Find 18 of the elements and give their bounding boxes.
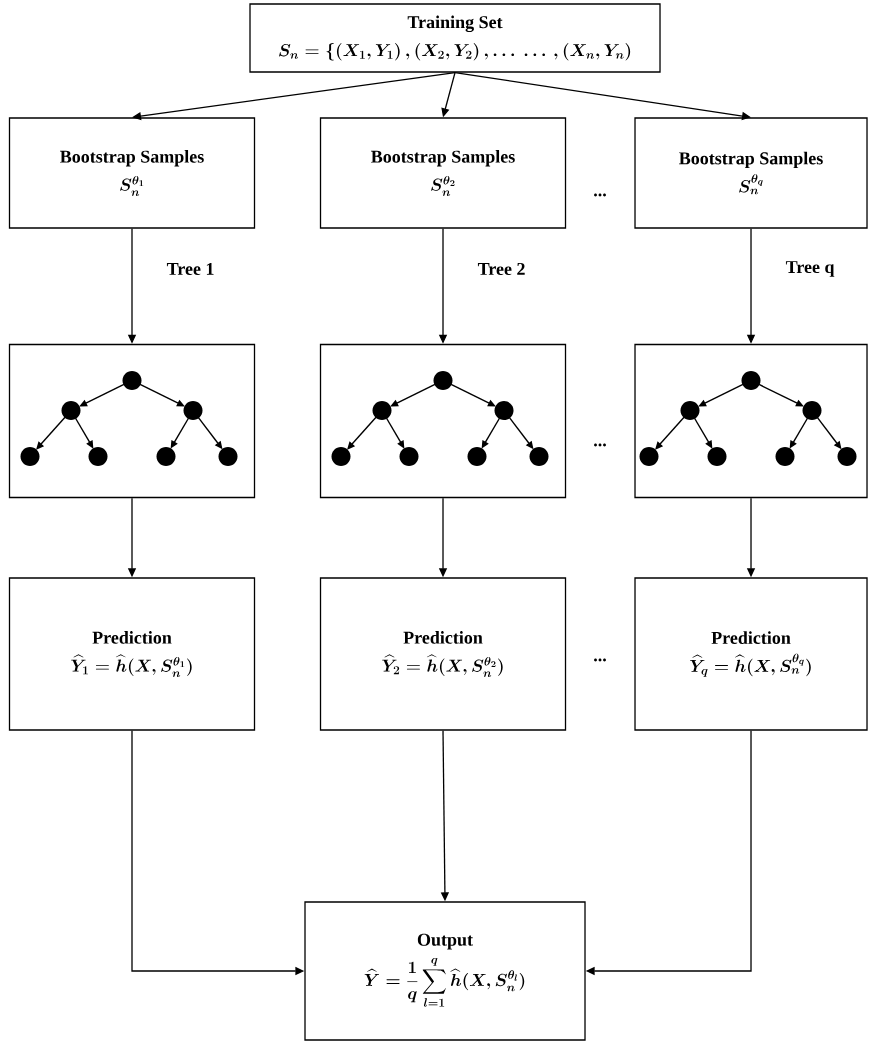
process-box: Prediction $\widehat{Y}_q = \widehat{h}(X, S_n^{\theta_q})$ bbox=[634, 577, 868, 731]
process-box: Bootstrap Samples $S_n^{\theta_1}$ bbox=[8, 117, 256, 229]
process-box: Bootstrap Samples $S_n^{\theta_2}$ bbox=[319, 117, 567, 229]
tree-box bbox=[634, 343, 868, 499]
ellipsis-label: ... bbox=[594, 193, 606, 197]
ellipsis-label: ... bbox=[594, 443, 606, 447]
tree-box bbox=[8, 343, 256, 499]
process-box: Prediction $\widehat{Y}_2 = \widehat{h}(X, S_n^{\theta_2})$ bbox=[319, 577, 567, 731]
ellipsis-label: ... bbox=[594, 658, 606, 662]
process-box: Training Set $S_n = \{(X_1, Y_1)\,, (X_2, Y_2)\,, \ldots\ \ldots\,, (X_n, Y_n)$ bbox=[249, 3, 661, 73]
edge-label: Tree 1 bbox=[166, 262, 214, 275]
process-box: Output $\widehat{Y} = \frac{1}{q}\sum_{l=1}^{q} \widehat{h}(X, S_n^{\theta_l})$ bbox=[304, 901, 586, 1041]
process-box: Bootstrap Samples $S_n^{\theta_q}$ bbox=[634, 117, 868, 229]
tree-box bbox=[319, 343, 567, 499]
process-box: Prediction $\widehat{Y}_1 = \widehat{h}(X, S_n^{\theta_1})$ bbox=[8, 577, 256, 731]
edge-label: Tree q bbox=[785, 261, 835, 277]
edge-label: Tree 2 bbox=[477, 262, 525, 275]
arrow bbox=[132, 72, 456, 121]
